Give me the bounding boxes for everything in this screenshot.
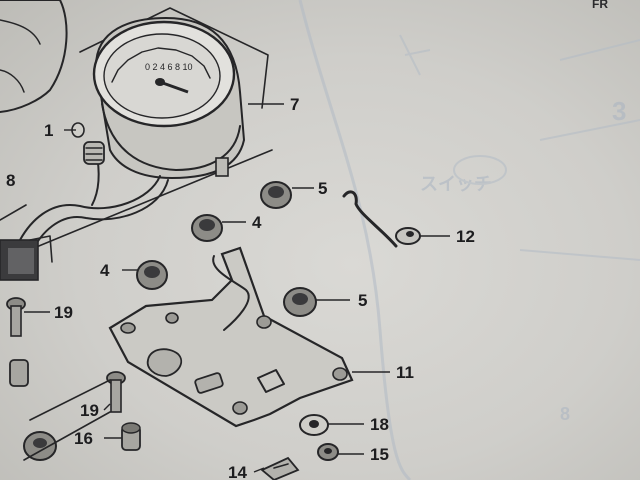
svg-text:0 2 4 6 8 10: 0 2 4 6 8 10 bbox=[145, 62, 193, 72]
bolt-part-19-lower bbox=[106, 371, 126, 413]
meter-bracket-part-11 bbox=[108, 246, 354, 428]
callout-19-upper: 19 bbox=[54, 303, 73, 322]
callout-7: 7 bbox=[290, 95, 299, 114]
leader-lines bbox=[24, 103, 450, 473]
svg-text:スイッチ: スイッチ bbox=[420, 174, 492, 194]
callout-4-lower: 4 bbox=[100, 261, 110, 280]
callout-1: 1 bbox=[44, 121, 53, 140]
collar-part-16 bbox=[121, 422, 141, 451]
callout-5-lower: 5 bbox=[358, 291, 367, 310]
svg-text:3: 3 bbox=[612, 96, 626, 126]
corner-text: FR bbox=[592, 0, 608, 11]
callout-11: 11 bbox=[396, 363, 414, 382]
bulb-socket-part-1 bbox=[71, 122, 105, 165]
tachometer-gauge: 0 2 4 6 8 10 bbox=[92, 16, 246, 180]
callout-5-upper: 5 bbox=[318, 179, 327, 198]
washer-part-18 bbox=[299, 414, 329, 436]
callout-19-lower: 19 bbox=[80, 401, 99, 420]
callout-18: 18 bbox=[370, 415, 389, 434]
clip-part-14 bbox=[260, 456, 300, 480]
rubber-grommet-5-upper bbox=[260, 181, 292, 209]
connector-part-8 bbox=[0, 235, 53, 281]
rubber-grommet-4-upper bbox=[191, 214, 223, 242]
callout-16: 16 bbox=[74, 429, 93, 448]
bolt-part-19-upper bbox=[6, 297, 26, 337]
callout-numbers: 1 7 8 5 4 12 4 19 5 11 19 18 16 15 14 bbox=[6, 95, 475, 480]
speedometer-partial bbox=[0, 0, 68, 113]
bleed-through-artwork: 3 スイッチ 8 bbox=[298, 0, 640, 480]
callout-8: 8 bbox=[6, 171, 15, 190]
callout-15: 15 bbox=[370, 445, 389, 464]
wire-hook-part-12 bbox=[342, 190, 421, 248]
callout-4-upper: 4 bbox=[252, 213, 262, 232]
left-edge-parts bbox=[9, 359, 111, 461]
callout-12: 12 bbox=[456, 227, 475, 246]
callout-14: 14 bbox=[228, 463, 247, 480]
rubber-grommet-5-lower bbox=[283, 287, 317, 317]
rubber-grommet-4-lower bbox=[136, 260, 168, 290]
svg-text:8: 8 bbox=[560, 404, 570, 424]
nut-part-15 bbox=[317, 443, 339, 461]
